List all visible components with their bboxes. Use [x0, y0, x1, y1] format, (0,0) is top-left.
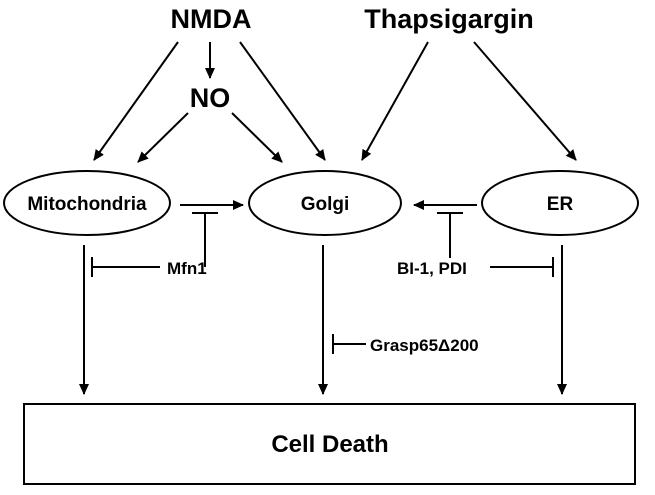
inhibitor-mfn1: Mfn1 — [167, 259, 207, 278]
node-mitochondria: Mitochondria — [27, 194, 147, 215]
edge-no-to-mitochondria — [137, 112, 189, 163]
edge-no-to-golgi — [231, 112, 283, 163]
node-mitochondria-ellipse — [3, 170, 171, 236]
inhibitor-bi1-pdi: BI-1, PDI — [397, 259, 467, 278]
node-thapsigargin: Thapsigargin — [364, 4, 534, 34]
inhibitor-grasp65: Grasp65Δ200 — [370, 336, 479, 355]
edge-nmda-to-golgi — [239, 41, 326, 161]
node-golgi: Golgi — [301, 194, 350, 215]
node-nmda: NMDA — [171, 4, 252, 34]
node-cell-death: Cell Death — [271, 431, 388, 458]
node-cell-death-box — [23, 403, 636, 485]
edge-nmda-to-mitochondria — [93, 41, 179, 161]
edge-thapsigargin-to-er — [473, 41, 577, 161]
node-golgi-ellipse — [248, 170, 402, 236]
edge-thapsigargin-to-golgi — [361, 41, 429, 161]
node-er-ellipse — [481, 170, 639, 236]
node-no: NO — [190, 83, 231, 113]
node-er: ER — [547, 194, 574, 215]
